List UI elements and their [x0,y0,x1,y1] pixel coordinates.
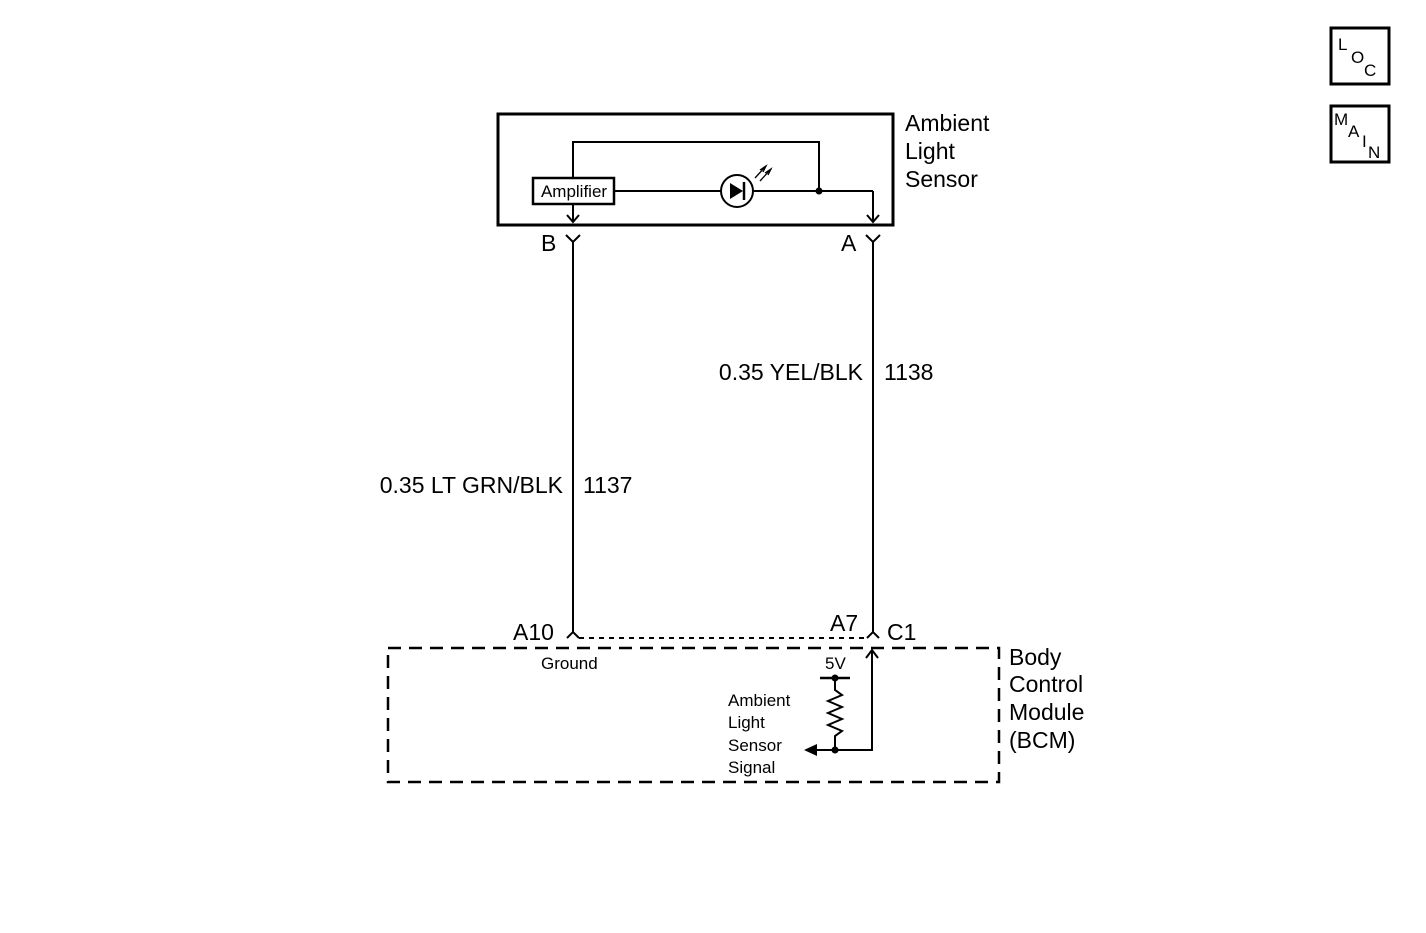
main-letter-m: M [1334,110,1348,129]
sensor-feedback-wire [572,141,820,191]
signal-label-line-4: Signal [728,758,775,777]
wire-1138-gauge-color: 0.35 YEL/BLK [719,359,864,385]
connector-pin-a10 [566,630,580,639]
sensor-title-line-3: Sensor [905,166,978,192]
loc-letter-l: L [1338,35,1347,54]
bcm-connector: A10 A7 C1 [513,610,916,645]
voltage-label: 5V [825,654,846,673]
loc-letter-c: C [1364,61,1376,80]
signal-arrow-icon [804,744,817,756]
connector-pin-a7 [866,630,880,639]
main-button[interactable]: M A I N [1329,104,1391,164]
bcm-title-line-3: Module [1009,699,1084,725]
junction-dot [815,187,823,195]
pin-b-label: B [541,230,556,256]
sensor-title-line-2: Light [905,138,955,164]
signal-label-line-3: Sensor [728,736,782,755]
ground-label: Ground [541,654,598,673]
loc-button[interactable]: L O C [1329,26,1391,86]
wire-1137: 0.35 LT GRN/BLK 1137 [380,242,632,632]
pin-a10-label: A10 [513,619,554,645]
photodiode-icon [720,164,773,208]
pin-a7-label: A7 [830,610,858,636]
amplifier-label: Amplifier [541,182,607,201]
bcm-housing [386,646,1001,784]
signal-label-line-1: Ambient [728,691,791,710]
main-letter-i: I [1362,132,1367,151]
bcm-title-line-4: (BCM) [1009,727,1075,753]
ambient-light-sensor: Amplifier Ambient Light Sensor [496,110,990,227]
wire-1138-circuit: 1138 [884,359,933,385]
wire-1137-circuit: 1137 [583,472,632,498]
amplifier-box [531,176,616,206]
connector-c1-label: C1 [887,619,916,645]
main-letter-a: A [1348,122,1360,141]
signal-label-line-2: Light [728,713,765,732]
pin-a-label: A [841,230,857,256]
loc-letter-o: O [1351,48,1364,67]
sensor-arrow-a [866,214,880,224]
bcm-signal-wire [835,650,873,751]
pullup-resistor-icon [825,678,845,750]
bcm-title-line-1: Body [1009,644,1062,670]
body-control-module: Ground 5V Ambient Light Sensor Signal Bo… [386,644,1084,784]
wire-1138: 0.35 YEL/BLK 1138 [719,242,933,632]
bcm-title-line-2: Control [1009,671,1083,697]
sensor-housing [496,112,895,227]
wire-1137-gauge-color: 0.35 LT GRN/BLK [380,472,564,498]
sensor-arrow-b [566,214,580,224]
connector-pin-b: B [541,230,581,256]
connector-pin-a: A [841,230,881,256]
main-letter-n: N [1368,143,1380,162]
sensor-title-line-1: Ambient [905,110,990,136]
